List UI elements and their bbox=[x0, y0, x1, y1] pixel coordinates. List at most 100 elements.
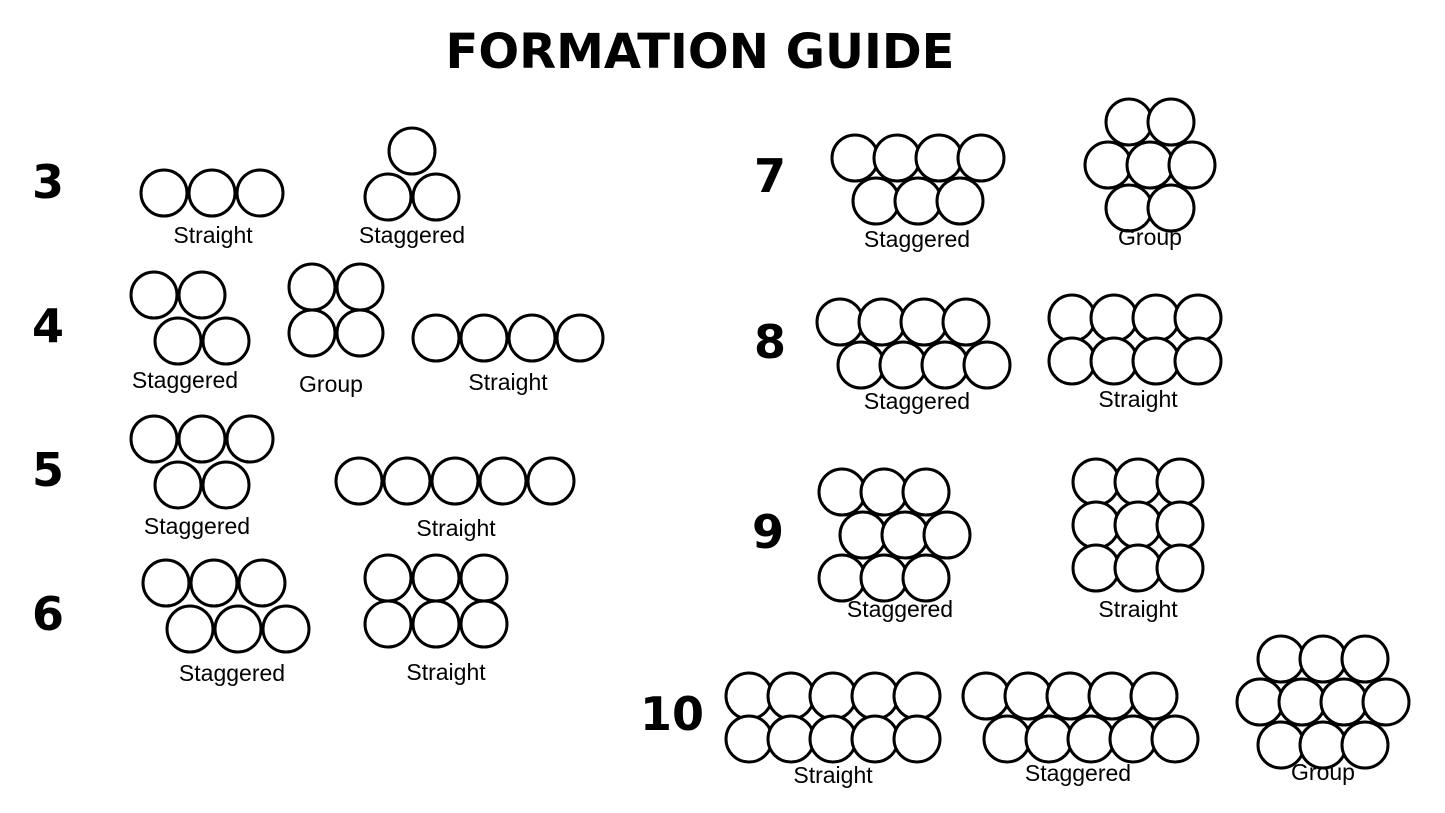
formation-straight: Straight bbox=[1071, 457, 1205, 622]
player-circle bbox=[129, 414, 179, 464]
player-circle bbox=[914, 133, 964, 183]
player-circle bbox=[1131, 336, 1181, 386]
formation-staggered: Staggered bbox=[961, 671, 1200, 786]
player-circle bbox=[878, 340, 928, 390]
formation-label: Staggered bbox=[1025, 760, 1131, 786]
player-circle bbox=[982, 714, 1032, 764]
player-circle bbox=[724, 714, 774, 764]
formation-straight: Straight bbox=[139, 168, 285, 248]
formation-label: Staggered bbox=[847, 596, 953, 622]
player-circle bbox=[1104, 97, 1154, 147]
player-circle bbox=[526, 456, 576, 506]
formation-label: Staggered bbox=[179, 660, 285, 686]
formation-label: Straight bbox=[416, 515, 496, 541]
player-circle bbox=[961, 671, 1011, 721]
player-circle bbox=[459, 313, 509, 363]
player-circle bbox=[857, 297, 907, 347]
player-count: 5 bbox=[32, 443, 64, 497]
player-circle bbox=[237, 558, 287, 608]
player-circle bbox=[153, 316, 203, 366]
formation-label: Staggered bbox=[144, 513, 250, 539]
player-circle bbox=[850, 671, 900, 721]
player-circle bbox=[901, 467, 951, 517]
player-circle bbox=[815, 297, 865, 347]
player-circle bbox=[153, 460, 203, 510]
player-circle bbox=[459, 553, 509, 603]
player-circle bbox=[1298, 634, 1348, 684]
player-circle bbox=[892, 714, 942, 764]
player-circle bbox=[1024, 714, 1074, 764]
player-circle bbox=[225, 414, 275, 464]
player-circle bbox=[1340, 634, 1390, 684]
player-circle bbox=[1277, 677, 1327, 727]
player-circle bbox=[201, 316, 251, 366]
player-circle bbox=[1150, 714, 1200, 764]
player-circle bbox=[817, 553, 867, 603]
player-circle bbox=[1113, 457, 1163, 507]
player-count: 10 bbox=[640, 687, 704, 741]
player-circle bbox=[555, 313, 605, 363]
player-circle bbox=[892, 671, 942, 721]
player-circle bbox=[363, 599, 413, 649]
player-count: 8 bbox=[754, 315, 786, 369]
player-circle bbox=[962, 340, 1012, 390]
player-circle bbox=[335, 262, 385, 312]
formation-label: Staggered bbox=[864, 226, 970, 252]
player-circle bbox=[859, 553, 909, 603]
formation-label: Staggered bbox=[132, 367, 238, 393]
player-circle bbox=[893, 176, 943, 226]
player-circle bbox=[430, 456, 480, 506]
player-circle bbox=[1235, 677, 1285, 727]
player-circle bbox=[724, 671, 774, 721]
player-circle bbox=[901, 553, 951, 603]
player-circle bbox=[838, 510, 888, 560]
player-circle bbox=[1113, 500, 1163, 550]
formation-staggered: Staggered bbox=[817, 467, 972, 622]
player-count: 9 bbox=[752, 505, 784, 559]
formation-group: Group bbox=[1083, 97, 1217, 250]
player-circle bbox=[177, 414, 227, 464]
player-circle bbox=[1047, 336, 1097, 386]
player-circle bbox=[1089, 336, 1139, 386]
player-circle bbox=[830, 133, 880, 183]
player-circle bbox=[1361, 677, 1411, 727]
player-circle bbox=[411, 313, 461, 363]
formation-label: Straight bbox=[1098, 596, 1178, 622]
formation-group: Group bbox=[1235, 634, 1411, 785]
formation-group: Group bbox=[287, 262, 385, 397]
player-circle bbox=[1146, 97, 1196, 147]
player-circle bbox=[1083, 140, 1133, 190]
formation-straight: Straight bbox=[363, 553, 509, 685]
formation-label: Group bbox=[1291, 759, 1355, 785]
player-circle bbox=[880, 510, 930, 560]
player-circle bbox=[411, 172, 461, 222]
formation-label: Straight bbox=[793, 762, 873, 788]
formation-straight: Straight bbox=[1047, 293, 1223, 412]
player-circle bbox=[363, 172, 413, 222]
player-count: 4 bbox=[32, 299, 64, 353]
player-circle bbox=[872, 133, 922, 183]
player-circle bbox=[189, 558, 239, 608]
player-circle bbox=[177, 270, 227, 320]
player-circle bbox=[920, 340, 970, 390]
player-circle bbox=[836, 340, 886, 390]
player-circle bbox=[1113, 543, 1163, 593]
formation-label: Group bbox=[1118, 224, 1182, 250]
player-circle bbox=[1045, 671, 1095, 721]
formation-staggered: Staggered bbox=[141, 558, 311, 686]
player-circle bbox=[1155, 457, 1205, 507]
player-circle bbox=[1071, 500, 1121, 550]
player-circle bbox=[411, 599, 461, 649]
player-circle bbox=[859, 467, 909, 517]
player-circle bbox=[899, 297, 949, 347]
player-circle bbox=[507, 313, 557, 363]
formation-staggered: Staggered bbox=[830, 133, 1006, 252]
player-circle bbox=[1108, 714, 1158, 764]
player-circle bbox=[382, 456, 432, 506]
player-circle bbox=[1066, 714, 1116, 764]
player-circle bbox=[922, 510, 972, 560]
